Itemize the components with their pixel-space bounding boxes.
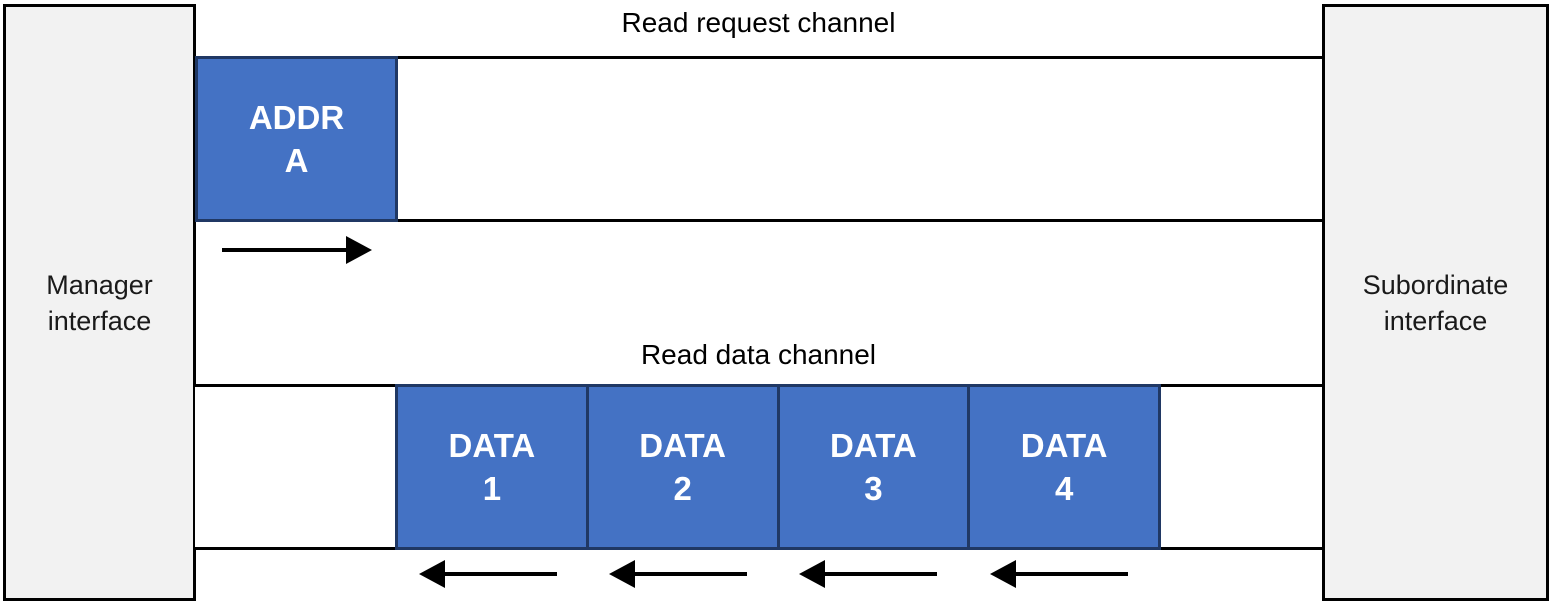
data-3-transfer-box: DATA 3 xyxy=(776,384,971,550)
data-1-label-line1: DATA xyxy=(448,427,536,464)
data-2-label-line1: DATA xyxy=(639,427,726,464)
arrowhead-left xyxy=(419,560,445,588)
data-4-transfer-box: DATA 4 xyxy=(967,384,1161,550)
arrow-shaft xyxy=(222,248,348,252)
left-arrow-icon xyxy=(609,560,749,588)
arrowhead-left xyxy=(990,560,1016,588)
read-data-channel-title: Read data channel xyxy=(640,339,877,370)
arrow-shaft xyxy=(633,572,747,576)
addr-a-transfer-box: ADDR A xyxy=(195,56,398,222)
manager-interface-label-line2: interface xyxy=(47,305,152,336)
arrow-shaft xyxy=(443,572,557,576)
arrow-shaft xyxy=(1014,572,1128,576)
right-arrow-icon xyxy=(222,236,372,264)
read-request-channel-title: Read request channel xyxy=(621,7,896,38)
arrowhead-left xyxy=(799,560,825,588)
data-3-label-line2: 3 xyxy=(864,470,883,507)
left-arrow-icon xyxy=(419,560,559,588)
data-2-transfer-box: DATA 2 xyxy=(585,384,780,550)
arrowhead-left xyxy=(609,560,635,588)
data-1-transfer-box: DATA 1 xyxy=(395,384,589,550)
data-4-label-line2: 4 xyxy=(1054,470,1074,507)
addr-a-label-line2: A xyxy=(284,142,309,179)
manager-interface-box: Manager interface xyxy=(3,4,196,601)
left-arrow-icon xyxy=(799,560,939,588)
data-2-label-line2: 2 xyxy=(673,470,692,507)
arrow-shaft xyxy=(823,572,937,576)
addr-a-label-line1: ADDR xyxy=(248,99,345,136)
subordinate-interface-label-line2: interface xyxy=(1383,305,1488,336)
subordinate-interface-label-line1: Subordinate xyxy=(1362,269,1509,300)
data-transfer-row: DATA 1 DATA 2 DATA 3 DATA 4 xyxy=(395,384,1161,550)
arrowhead-right xyxy=(346,236,372,264)
data-4-label-line1: DATA xyxy=(1020,427,1108,464)
data-3-label-line1: DATA xyxy=(829,427,917,464)
left-arrow-icon xyxy=(990,560,1130,588)
manager-interface-label-line1: Manager xyxy=(46,269,153,300)
data-1-label-line2: 1 xyxy=(482,470,502,507)
subordinate-interface-box: Subordinate interface xyxy=(1322,4,1549,601)
